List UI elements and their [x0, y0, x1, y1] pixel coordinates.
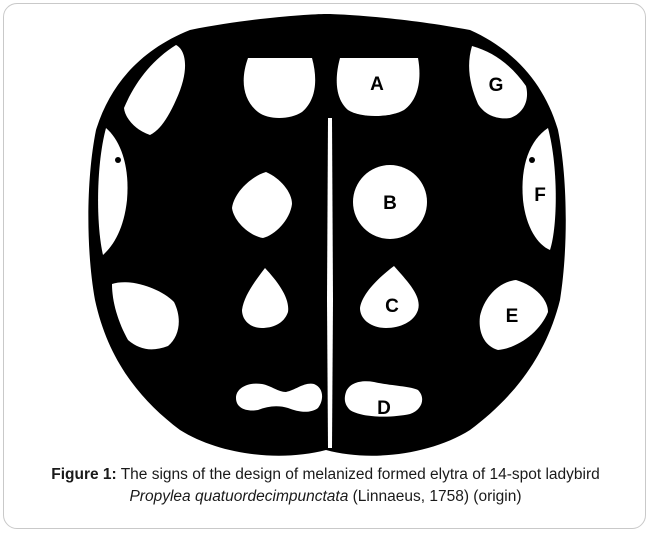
figure-caption-text-before: The signs of the design of melanized for…: [117, 466, 600, 483]
figure-caption-prefix: Figure 1:: [51, 466, 116, 483]
spot-label-c: C: [385, 296, 399, 317]
figure-caption-text-after: (Linnaeus, 1758) (origin): [348, 488, 521, 505]
spot-label-e: E: [506, 306, 519, 327]
elytra-suture: [327, 118, 333, 448]
figure-caption: Figure 1: The signs of the design of mel…: [20, 464, 631, 508]
spot-f-dot: [529, 157, 535, 163]
figure-caption-species: Propylea quatuordecimpunctata: [129, 488, 348, 505]
spot-label-b: B: [383, 193, 397, 214]
spot-label-d: D: [377, 398, 391, 419]
spot-label-a: A: [370, 74, 384, 95]
spot-label-g: G: [489, 75, 504, 96]
spot-left-side-dot: [115, 157, 121, 163]
spot-label-f: F: [534, 185, 546, 206]
